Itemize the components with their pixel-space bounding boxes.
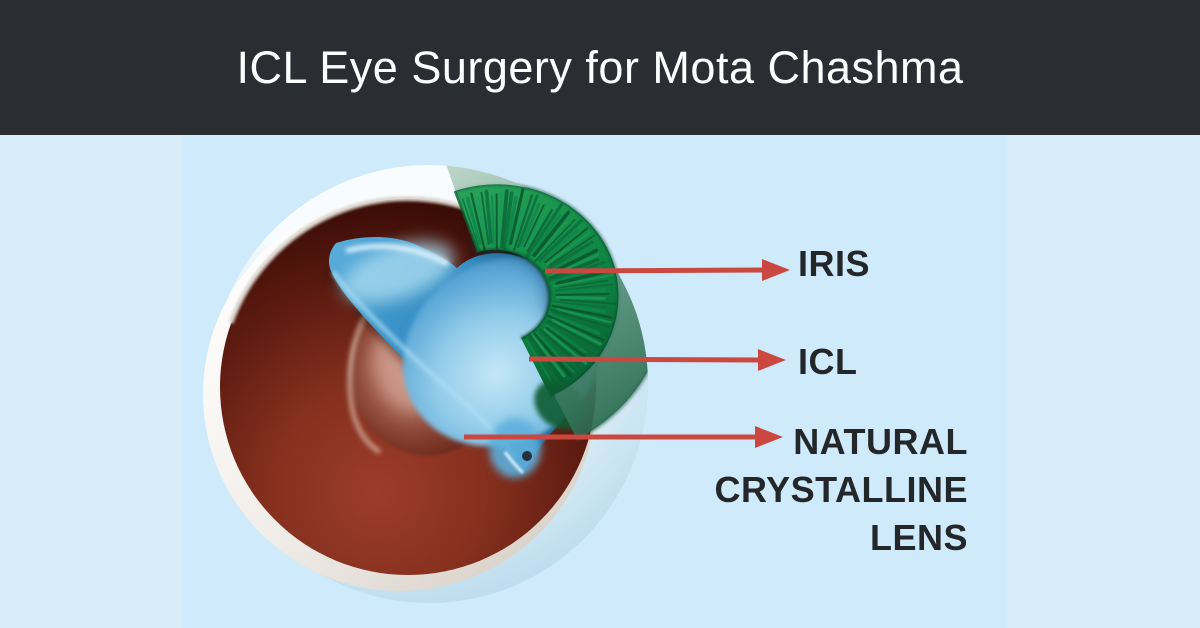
arrow-icl (528, 349, 786, 371)
eyeball (203, 165, 648, 603)
label-natural-crystalline-lens: NATURAL CRYSTALLINE LENS (715, 418, 969, 562)
icl-hole (522, 451, 532, 461)
iris-fibers (461, 188, 617, 392)
arrow-natural-lens (464, 426, 783, 448)
label-crystalline-line: CRYSTALLINE (714, 469, 968, 510)
title-bar: ICL Eye Surgery for Mota Chashma (0, 0, 1200, 135)
label-icl: ICL (798, 341, 858, 382)
icl-haptic-tip (489, 418, 541, 478)
interior-top-edge (228, 196, 473, 324)
page-title: ICL Eye Surgery for Mota Chashma (236, 41, 964, 93)
label-lens-line: LENS (869, 517, 968, 558)
label-natural-line: NATURAL (793, 421, 968, 462)
arrow-iris (544, 259, 790, 281)
label-iris: IRIS (798, 243, 871, 284)
